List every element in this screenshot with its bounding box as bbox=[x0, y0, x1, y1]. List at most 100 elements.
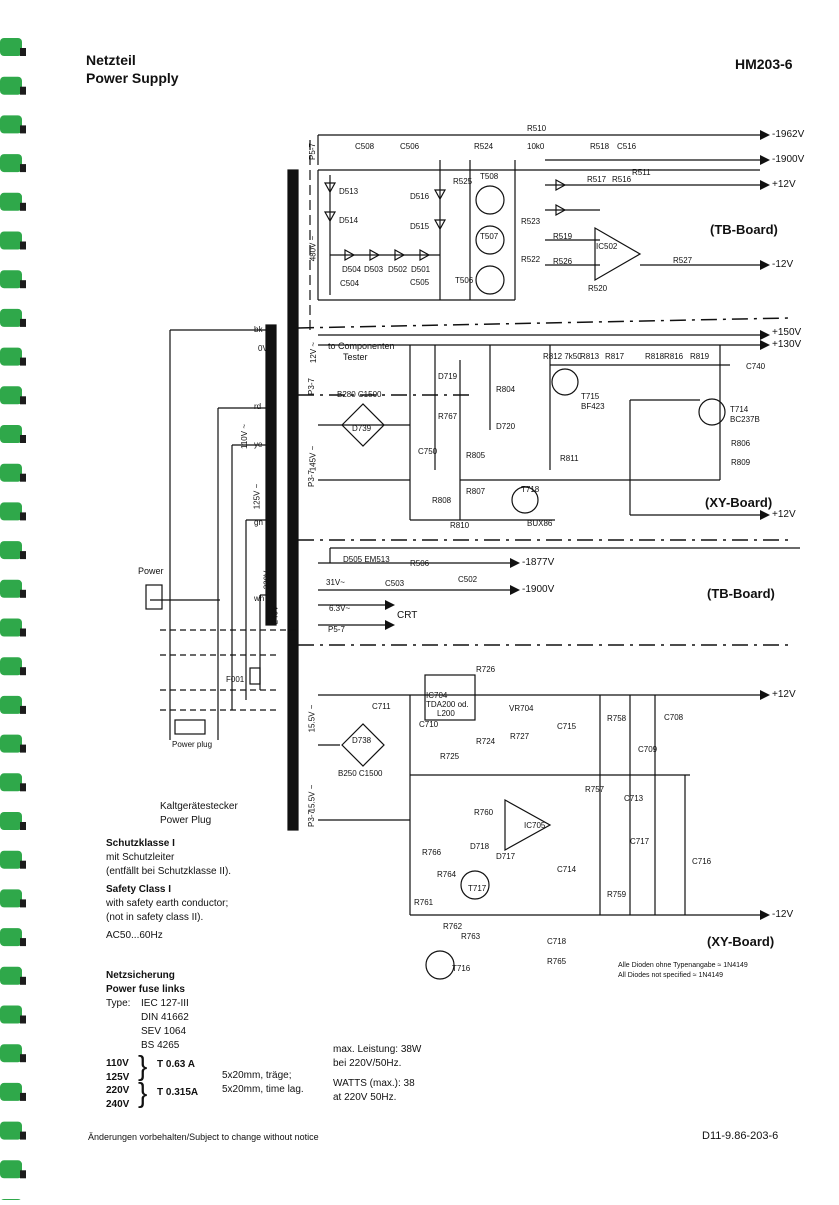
binding-hole bbox=[20, 1131, 26, 1140]
binding-ring bbox=[0, 850, 22, 869]
component-label: R759 bbox=[607, 890, 627, 899]
rail-label: -1900V bbox=[522, 584, 555, 595]
binding-ring bbox=[0, 1121, 22, 1140]
component-label: R524 bbox=[474, 142, 494, 151]
component-label: R811 bbox=[560, 454, 579, 463]
binding-ring bbox=[0, 966, 22, 985]
component-label: R766 bbox=[422, 848, 442, 857]
binding-ring bbox=[0, 386, 22, 405]
fuse-type: DIN 41662 bbox=[141, 1012, 189, 1023]
component-label: T714 bbox=[730, 405, 749, 414]
component-label: R807 bbox=[466, 487, 486, 496]
component-label: R526 bbox=[553, 257, 573, 266]
component-label: T718 bbox=[521, 485, 540, 494]
page-title-de: Netzteil bbox=[86, 52, 136, 68]
component-label: P5-7 bbox=[307, 143, 317, 160]
component-label: TDA200 od. bbox=[426, 700, 469, 709]
rail-label: +12V bbox=[772, 689, 796, 700]
voltage-110: 110V bbox=[106, 1058, 129, 1069]
component-label: D502 bbox=[388, 265, 408, 274]
component-label: C503 bbox=[385, 579, 405, 588]
component-label: C502 bbox=[458, 575, 478, 584]
component-label: 12V ~ bbox=[309, 341, 319, 364]
footer-notice: Änderungen vorbehalten/Subject to change… bbox=[88, 1132, 319, 1142]
component-label: C750 bbox=[418, 447, 438, 456]
component-label: R506 bbox=[410, 559, 430, 568]
binding-ring bbox=[0, 734, 22, 753]
tb-board-label-1: (TB-Board) bbox=[710, 222, 778, 237]
component-label: R516 bbox=[612, 175, 632, 184]
component-label: C710 bbox=[419, 720, 439, 729]
binding-ring bbox=[0, 463, 22, 482]
binding-hole bbox=[20, 783, 26, 792]
component-label: R818 bbox=[645, 352, 665, 361]
binding-hole bbox=[20, 435, 26, 443]
fuse-type-label: Type: bbox=[106, 998, 131, 1009]
component-label: C715 bbox=[557, 722, 577, 731]
component-label: P3-7 bbox=[306, 470, 316, 487]
safety-class-de-line: (entfällt bei Schutzklasse II). bbox=[106, 866, 232, 877]
component-label: R816 bbox=[664, 352, 684, 361]
component-label: T715 bbox=[581, 392, 600, 401]
component-label: 15.5V ~ bbox=[307, 704, 317, 733]
diode-note-de: Alle Dioden ohne Typenangabe ≈ 1N4149 bbox=[618, 962, 748, 969]
component-label: D739 bbox=[352, 424, 372, 433]
component-label: R757 bbox=[585, 785, 605, 794]
component-label: D515 bbox=[410, 222, 430, 231]
binding-hole bbox=[20, 280, 26, 289]
component-label: C504 bbox=[340, 279, 360, 288]
component-label: R819 bbox=[690, 352, 710, 361]
component-label: 110V ~ bbox=[239, 424, 249, 449]
component-label: C718 bbox=[547, 937, 567, 946]
component-label: rd bbox=[254, 402, 262, 411]
binding-ring bbox=[0, 192, 22, 211]
component-label: 0V bbox=[258, 344, 268, 353]
component-label: R760 bbox=[474, 808, 494, 817]
fuse-type: IEC 127-III bbox=[141, 998, 189, 1009]
component-label: IC704 bbox=[426, 691, 448, 700]
component-label: R511 bbox=[632, 168, 651, 177]
component-label: D503 bbox=[364, 265, 384, 274]
component-label: BC237B bbox=[730, 415, 760, 424]
component-label: C716 bbox=[692, 857, 712, 866]
component-label: D514 bbox=[339, 216, 359, 225]
component-label: R809 bbox=[731, 458, 751, 467]
ac-spec: AC50...60Hz bbox=[106, 930, 163, 941]
component-label: C714 bbox=[557, 865, 577, 874]
binding-hole bbox=[20, 938, 26, 947]
component-label: R761 bbox=[414, 898, 434, 907]
fuse-type: SEV 1064 bbox=[141, 1026, 187, 1037]
component-label: C740 bbox=[746, 362, 766, 371]
component-label: R725 bbox=[440, 752, 460, 761]
component-label: D513 bbox=[339, 187, 359, 196]
tb-board-label-2: (TB-Board) bbox=[707, 586, 775, 601]
component-label: BUX86 bbox=[527, 519, 553, 528]
component-label: IC705 bbox=[524, 821, 546, 830]
safety-class-de-title: Schutzklasse I bbox=[106, 838, 175, 849]
transformer-core-bar-left bbox=[287, 169, 299, 831]
fuse-title-en: Power fuse links bbox=[106, 984, 185, 995]
binding-ring bbox=[0, 928, 22, 947]
fuse-rating-2: T 0.315A bbox=[157, 1087, 199, 1098]
max-power-de: bei 220V/50Hz. bbox=[333, 1058, 402, 1069]
binding-hole bbox=[20, 976, 26, 985]
component-label: D738 bbox=[352, 736, 372, 745]
component-label: C711 bbox=[372, 702, 391, 711]
binding-ring bbox=[0, 502, 22, 521]
binding-hole bbox=[20, 241, 26, 250]
component-label: T716 bbox=[452, 964, 471, 973]
component-label: R764 bbox=[437, 870, 457, 879]
binding-hole bbox=[20, 396, 26, 405]
plug-label-en: Power Plug bbox=[160, 815, 212, 826]
rail-label: +130V bbox=[772, 339, 802, 350]
brace-icon: } bbox=[138, 1077, 148, 1108]
component-label: 31V~ bbox=[326, 578, 345, 587]
xy-board-label-1: (XY-Board) bbox=[705, 495, 773, 510]
binding-hole bbox=[20, 705, 26, 714]
fuse-type: BS 4265 bbox=[141, 1040, 180, 1051]
component-label: R523 bbox=[521, 217, 541, 226]
binding-ring bbox=[0, 115, 22, 134]
binding-hole bbox=[20, 1092, 26, 1101]
binding-ring bbox=[0, 38, 22, 56]
component-label: R762 bbox=[443, 922, 463, 931]
